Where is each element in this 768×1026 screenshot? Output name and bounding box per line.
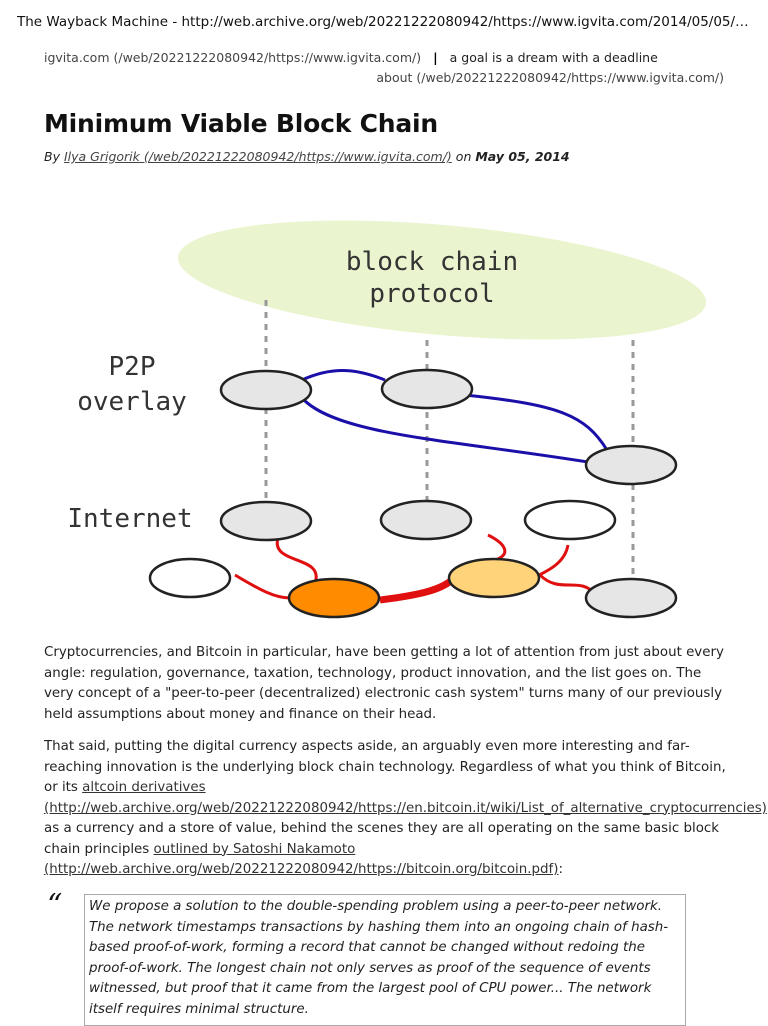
overlay-link-b (464, 393, 609, 451)
internet-node-1 (219, 500, 313, 542)
internet-link-1 (234, 573, 291, 600)
nav-separator: | (433, 50, 438, 65)
quote-mark: “ (47, 888, 63, 923)
overlay-node-1 (219, 369, 313, 411)
site-nav: igvita.com (/web/20221222080942/https://… (44, 50, 734, 85)
overlay-links (301, 369, 609, 464)
internet-node-5 (287, 577, 381, 619)
article-body: Cryptocurrencies, and Bitcoin in particu… (44, 643, 768, 893)
satoshi-link-text: outlined by Satoshi Nakamoto (153, 841, 356, 857)
block-chain-diagram: block chain protocol P2P overlay Interne… (67, 220, 707, 619)
p2p-label-line1: P2P (109, 352, 156, 382)
altcoin-link-url: (http://web.archive.org/web/202212220809… (44, 800, 767, 816)
overlay-link-a (301, 369, 386, 382)
cloud-label-line2: protocol (369, 279, 494, 309)
satoshi-paper-link[interactable]: outlined by Satoshi Nakamoto (http://web.… (44, 842, 558, 878)
overlay-node-3 (584, 444, 678, 486)
internet-node-2 (379, 499, 473, 541)
internet-link-2 (275, 537, 318, 584)
altcoin-link-text: altcoin derivatives (82, 780, 206, 795)
p2-text-3: : (558, 862, 563, 877)
about-link[interactable]: about (/web/20221222080942/https://www.i… (376, 70, 724, 85)
nodes (148, 368, 678, 619)
internet-node-3 (523, 499, 617, 541)
dashed-connectors (264, 300, 635, 610)
paragraph-2: That said, putting the digital currency … (44, 737, 768, 881)
internet-link-4 (487, 533, 507, 562)
altcoin-derivatives-link[interactable]: altcoin derivatives (http://web.archive.o… (44, 780, 767, 816)
paragraph-1: Cryptocurrencies, and Bitcoin in particu… (44, 645, 724, 722)
p2-text-2: , as a currency and a store of value, be… (44, 801, 768, 857)
byline-on: on (455, 149, 472, 164)
internet-link-3 (379, 577, 455, 604)
overlay-node-2 (380, 368, 474, 410)
publish-date: May 05, 2014 (475, 149, 570, 164)
site-home-link[interactable]: igvita.com (/web/20221222080942/https://… (44, 50, 422, 65)
internet-link-5 (534, 544, 570, 579)
internet-label: Internet (67, 504, 192, 534)
page-header-title: The Wayback Machine - http://web.archive… (17, 14, 757, 30)
site-tagline: a goal is a dream with a deadline (449, 50, 658, 65)
satoshi-quote: We propose a solution to the double-spen… (84, 894, 686, 1026)
internet-node-7 (584, 577, 678, 619)
p2p-label-line2: overlay (77, 387, 187, 417)
byline-by: By (44, 149, 60, 164)
article-title: Minimum Viable Block Chain (44, 109, 439, 138)
internet-node-6 (447, 557, 541, 599)
author-link[interactable]: Ilya Grigorik (/web/20221222080942/https… (63, 149, 452, 164)
protocol-cloud (177, 220, 707, 340)
p2-text-1: That said, putting the digital currency … (44, 739, 726, 795)
satoshi-link-url: (http://web.archive.org/web/202212220809… (44, 862, 559, 877)
cloud-label-line1: block chain (346, 247, 518, 277)
site-nav-row: igvita.com (/web/20221222080942/https://… (44, 50, 734, 65)
overlay-link-c (302, 398, 589, 464)
byline: By Ilya Grigorik (/web/20221222080942/ht… (44, 149, 570, 164)
internet-links (234, 533, 598, 604)
internet-node-4 (148, 557, 232, 599)
